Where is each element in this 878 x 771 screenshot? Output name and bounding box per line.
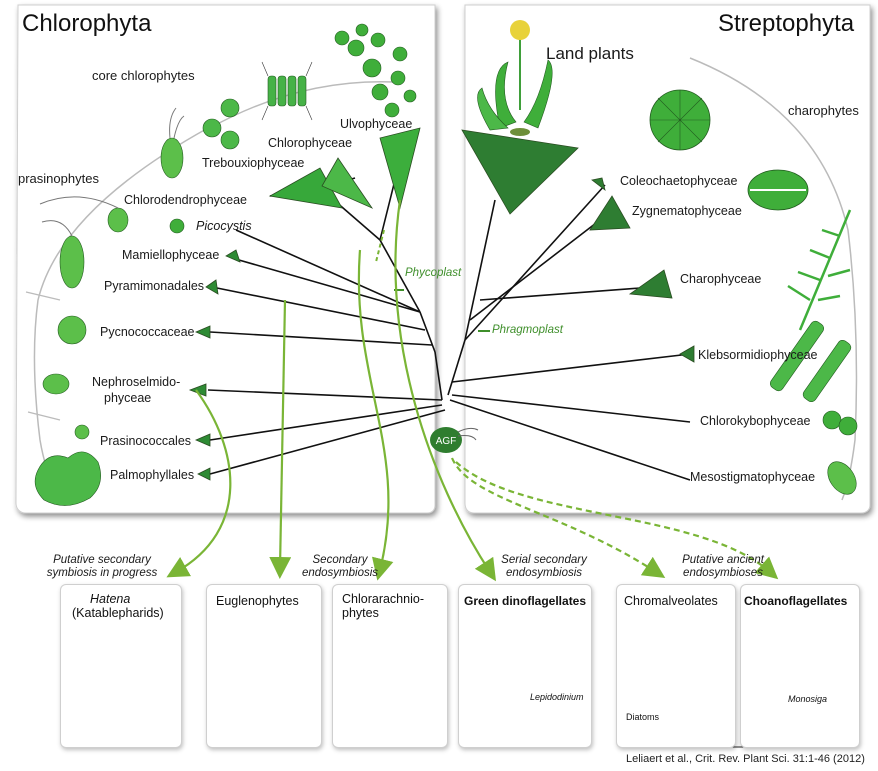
taxon-chlorophyceae: Chlorophyceae (268, 136, 352, 150)
land-plants-label: Land plants (546, 44, 634, 63)
box-euglenophytes-title: Euglenophytes (216, 594, 299, 608)
coleochaete-icon (650, 90, 710, 150)
taxon-pycnococcaceae: Pycnococcaceae (100, 325, 195, 339)
desmid-icon (748, 170, 808, 210)
phragmoplast-label: Phragmoplast (492, 323, 563, 337)
box-hatena-subtitle: (Katablepharids) (72, 606, 164, 620)
box-diatoms-label: Diatoms (626, 710, 659, 724)
taxon-pyramimonadales: Pyramimonadales (104, 279, 204, 293)
note-serial-secondary: Serial secondary endosymbiosis (494, 554, 594, 580)
box-chromalveolates-title: Chromalveolates (624, 594, 718, 608)
box-choanoflagellates-title: Choanoflagellates (744, 594, 847, 608)
taxon-zygnematophyceae: Zygnematophyceae (632, 204, 742, 218)
chlorophyta-title: Chlorophyta (22, 10, 151, 38)
prasinophytes-label: prasinophytes (18, 172, 99, 186)
green-dino-box (458, 584, 592, 748)
box-hatena-title: Hatena (90, 592, 130, 606)
taxon-coleochaetophyceae: Coleochaetophyceae (620, 174, 737, 188)
taxon-chlorokybophyceae: Chlorokybophyceae (700, 414, 811, 428)
agf-label: AGF (436, 436, 457, 447)
picocystis-icon (170, 219, 184, 233)
charophytes-label: charophytes (788, 104, 859, 118)
taxon-nephroselmido-1: Nephroselmido- (92, 375, 180, 389)
taxon-mesostigmatophyceae: Mesostigmatophyceae (690, 470, 815, 484)
taxon-palmophyllales: Palmophyllales (110, 468, 194, 482)
taxon-mamiellophyceae: Mamiellophyceae (122, 248, 219, 262)
box-chlorarachnio-title-2: phytes (342, 606, 379, 620)
phycoplast-label: Phycoplast (405, 266, 461, 280)
taxon-nephroselmido-2: phyceae (104, 391, 151, 405)
streptophyta-title: Streptophyta (718, 10, 854, 38)
taxon-trebouxiophyceae: Trebouxiophyceae (202, 156, 304, 170)
note-ancient: Putative ancient endosymbioses (668, 554, 778, 580)
taxon-picocystis: Picocystis (196, 219, 252, 233)
box-monosiga-label: Monosiga (788, 692, 827, 706)
streptophyta-panel (465, 5, 870, 513)
choanoflagellates-box (740, 584, 860, 748)
citation: Leliaert et al., Crit. Rev. Plant Sci. 3… (626, 753, 865, 765)
taxon-charophyceae: Charophyceae (680, 272, 761, 286)
taxon-prasinococcales: Prasinococcales (100, 434, 191, 448)
box-lepidodinium-label: Lepidodinium (530, 690, 584, 704)
euglenophytes-box (206, 584, 322, 748)
note-secondary: Secondary endosymbiosis (290, 554, 390, 580)
note-secondary-progress: Putative secondary symbiosis in progress (40, 554, 164, 580)
box-green-dino-title: Green dinoflagellates (464, 594, 586, 608)
box-chlorarachnio-title-1: Chlorarachnio- (342, 592, 424, 606)
taxon-klebsormidiophyceae: Klebsormidiophyceae (698, 348, 818, 362)
taxon-ulvophyceae: Ulvophyceae (340, 117, 412, 131)
taxon-chlorodendrophyceae: Chlorodendrophyceae (124, 193, 247, 207)
core-chlorophytes-label: core chlorophytes (92, 68, 195, 83)
